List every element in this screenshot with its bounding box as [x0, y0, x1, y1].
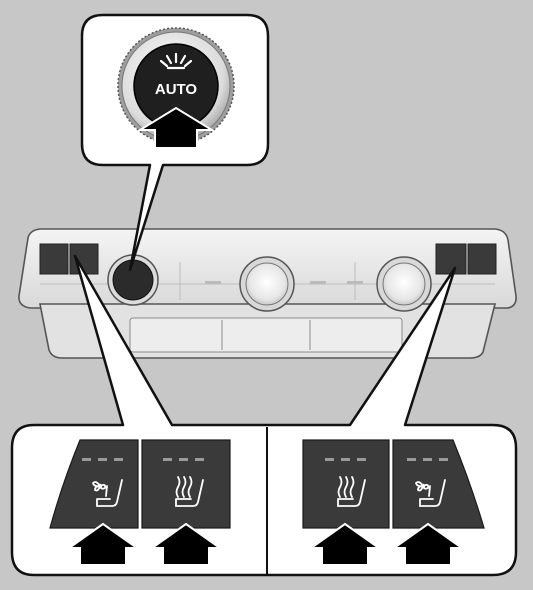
panel-auto-knob[interactable]	[107, 254, 159, 306]
seat-fan-icon	[92, 479, 123, 507]
panel-right-seat-heater-button[interactable]	[435, 243, 467, 275]
auto-indicator-icon	[159, 52, 193, 70]
right-seat-ventilation-button[interactable]	[392, 439, 485, 529]
panel-right-temperature-knob[interactable]	[376, 256, 432, 312]
indicator-lights	[163, 458, 204, 461]
indicator-lights	[325, 458, 366, 461]
auto-press-arrow-icon	[136, 106, 216, 149]
panel-left-temperature-knob[interactable]	[239, 256, 295, 312]
right-seat-heater-button[interactable]	[302, 439, 390, 529]
left-seat-ventilation-button[interactable]	[49, 439, 139, 529]
left-seat-heater-button[interactable]	[141, 439, 231, 529]
indicator-lights	[82, 458, 123, 461]
right-ventilation-press-arrow-icon	[390, 522, 466, 566]
indicator-lights	[407, 458, 448, 461]
seat-buttons-callout	[10, 254, 518, 577]
auto-label: AUTO	[155, 81, 198, 98]
panel-left-seat-ventilation-button[interactable]	[39, 243, 69, 275]
climate-control-panel	[18, 228, 517, 359]
auto-callout: AUTO	[80, 13, 270, 272]
seat-heater-icon	[337, 476, 366, 507]
left-heater-press-arrow-icon	[148, 522, 224, 566]
seat-fan-icon	[415, 479, 446, 507]
seat-heater-icon	[175, 476, 204, 507]
left-ventilation-press-arrow-icon	[65, 522, 141, 566]
right-heater-press-arrow-icon	[307, 522, 383, 566]
panel-right-seat-ventilation-button[interactable]	[467, 243, 497, 275]
